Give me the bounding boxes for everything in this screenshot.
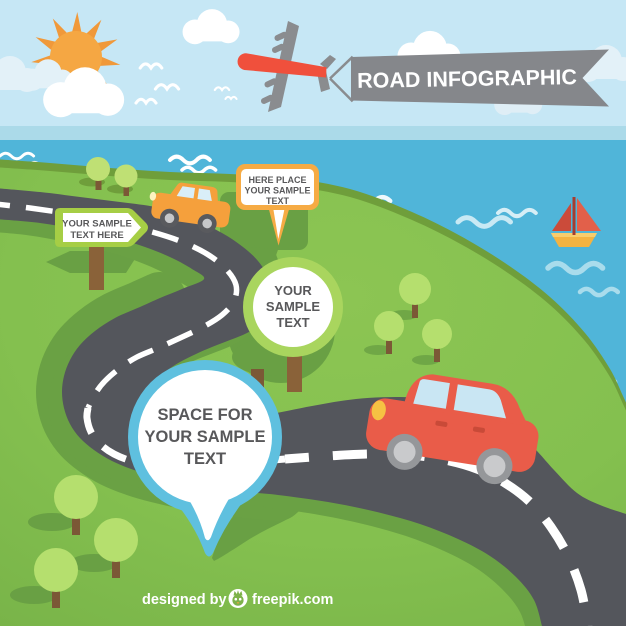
svg-text:HERE PLACE: HERE PLACE — [248, 175, 306, 185]
svg-text:ROAD INFOGRAPHIC: ROAD INFOGRAPHIC — [357, 65, 577, 93]
svg-text:designed by: designed by — [142, 592, 227, 608]
svg-text:TEXT: TEXT — [184, 450, 226, 468]
svg-text:YOUR SAMPLE: YOUR SAMPLE — [62, 219, 132, 230]
svg-text:YOUR SAMPLE: YOUR SAMPLE — [244, 186, 310, 196]
svg-text:YOUR SAMPLE: YOUR SAMPLE — [144, 428, 265, 446]
svg-text:TEXT: TEXT — [266, 196, 290, 206]
svg-text:YOUR: YOUR — [274, 283, 312, 298]
svg-text:TEXT: TEXT — [276, 315, 309, 330]
svg-text:SAMPLE: SAMPLE — [266, 299, 321, 314]
svg-text:freepik.com: freepik.com — [252, 592, 333, 608]
svg-text:TEXT HERE: TEXT HERE — [70, 230, 123, 241]
svg-text:SPACE FOR: SPACE FOR — [157, 406, 252, 424]
